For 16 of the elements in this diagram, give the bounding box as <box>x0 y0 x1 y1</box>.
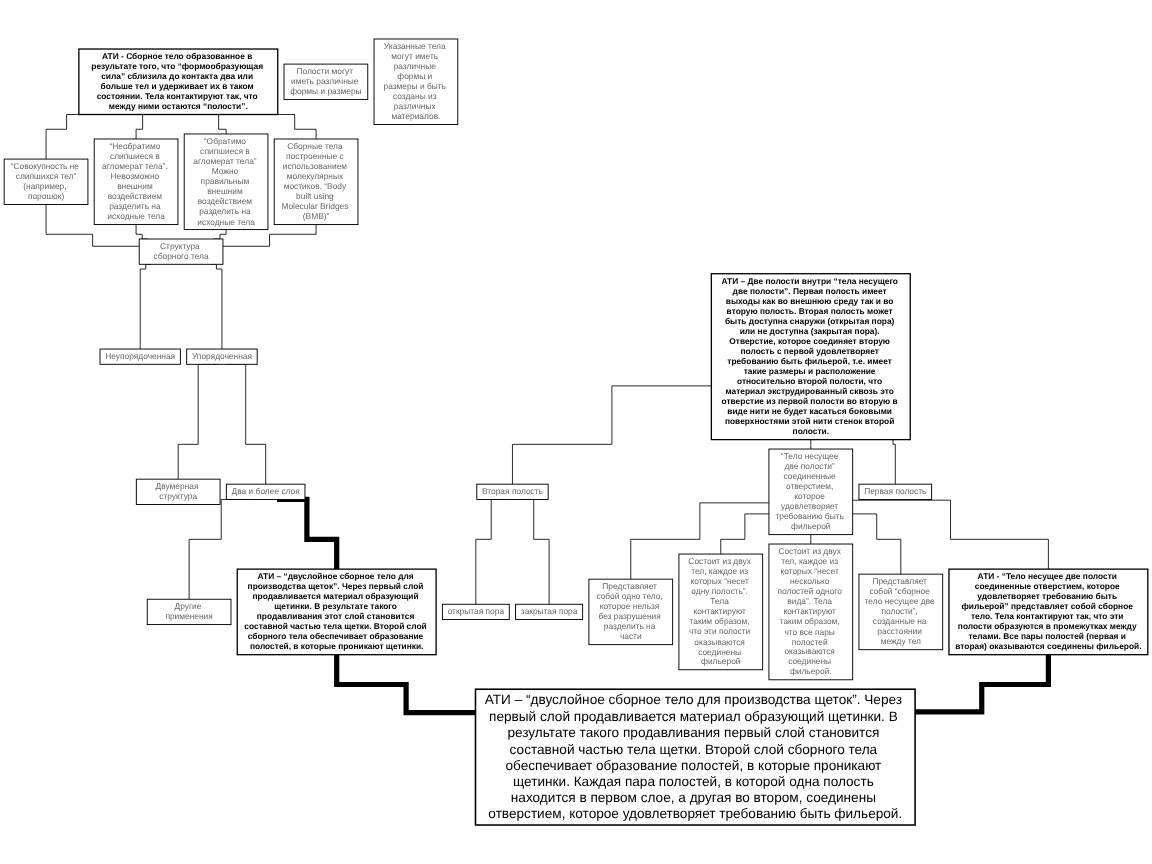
connector <box>277 496 340 572</box>
connector <box>272 114 317 140</box>
connector <box>512 385 712 485</box>
connector <box>139 263 152 350</box>
connector <box>852 499 1049 570</box>
connector <box>222 224 317 247</box>
connector <box>810 439 812 450</box>
connector <box>852 513 902 575</box>
connector <box>334 652 476 716</box>
connector <box>630 502 770 580</box>
connector <box>210 263 223 350</box>
connector <box>720 513 770 555</box>
connector <box>890 439 896 485</box>
connector <box>915 652 1051 715</box>
connector <box>45 204 140 247</box>
connector <box>810 534 812 545</box>
